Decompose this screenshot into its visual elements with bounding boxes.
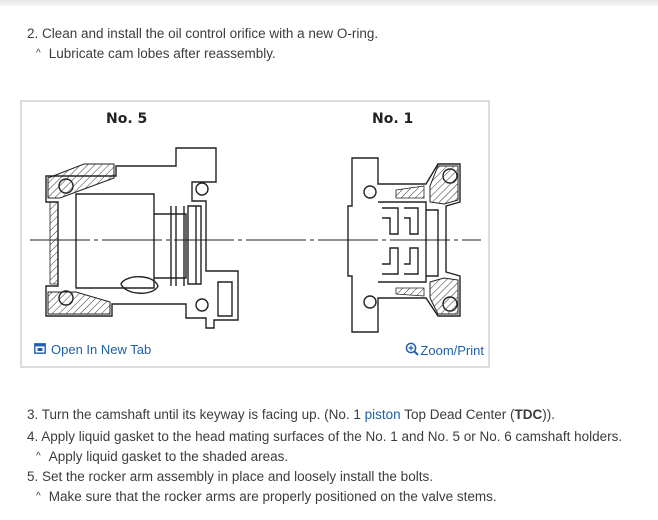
piston-link[interactable]: piston <box>364 407 401 422</box>
open-in-new-tab-label: Open In New Tab <box>51 342 152 357</box>
step-5-text: 5. Set the rocker arm assembly in place … <box>27 469 433 484</box>
figure-toolbar: Open In New Tab Zoom/Print <box>22 336 488 366</box>
step-2-note: ^Lubricate cam lobes after reassembly. <box>36 46 276 61</box>
label-no1: No. 1 <box>372 111 414 127</box>
open-new-tab-icon <box>34 342 46 357</box>
label-no5: No. 5 <box>106 111 148 127</box>
diagram-drawing <box>30 147 481 333</box>
step-4-note: ^Apply liquid gasket to the shaded areas… <box>36 449 289 464</box>
step-5-note: ^Make sure that the rocker arms are prop… <box>36 489 497 504</box>
open-in-new-tab-link[interactable]: Open In New Tab <box>34 342 151 357</box>
zoom-print-link[interactable]: Zoom/Print <box>405 342 484 359</box>
step-2-text: 2. Clean and install the oil control ori… <box>27 26 379 41</box>
caret-up-icon: ^ <box>36 491 41 502</box>
caret-up-icon: ^ <box>36 451 41 462</box>
caret-up-icon: ^ <box>36 48 41 59</box>
zoom-print-label: Zoom/Print <box>420 343 484 358</box>
step-3-text: 3. Turn the camshaft until its keyway is… <box>27 407 556 422</box>
zoom-in-icon <box>405 342 420 359</box>
camshaft-holder-diagram: No. 5 No. 1 <box>26 106 484 336</box>
diagram-figure: No. 5 No. 1 Open In New Tab Zoom/Print <box>20 100 490 368</box>
top-divider <box>0 0 658 6</box>
step-4-text: 4. Apply liquid gasket to the head matin… <box>27 429 623 444</box>
